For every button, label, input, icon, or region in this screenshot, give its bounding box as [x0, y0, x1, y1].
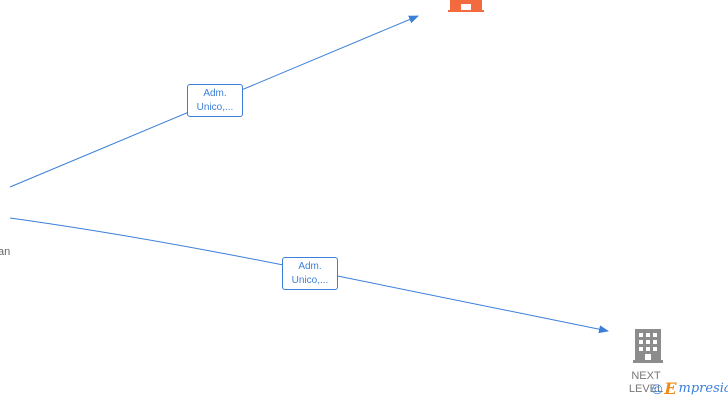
edge-label-line: Adm. [298, 261, 322, 272]
edge-label-role[interactable]: Adm. Unico,... [282, 257, 338, 290]
edge-label-role[interactable]: Adm. Unico,... [187, 84, 243, 117]
edge-line-2 [9, 217, 609, 334]
person-name[interactable]: an [0, 246, 11, 258]
building-icon[interactable] [448, 0, 484, 12]
edge-label-line: Unico,... [291, 275, 329, 286]
building-icon[interactable] [633, 329, 663, 363]
company-label[interactable]: NEXT LEVEL [626, 370, 666, 396]
brand-name: mpresia [678, 381, 728, 396]
company-label-line: LEVEL [628, 383, 664, 395]
edge-label-line: Unico,... [196, 102, 234, 113]
brand-logo-letter: E [664, 379, 677, 398]
company-label-line: NEXT [631, 370, 661, 382]
copyright-icon: © [652, 380, 663, 397]
edge-label-line: Adm. [203, 88, 227, 99]
